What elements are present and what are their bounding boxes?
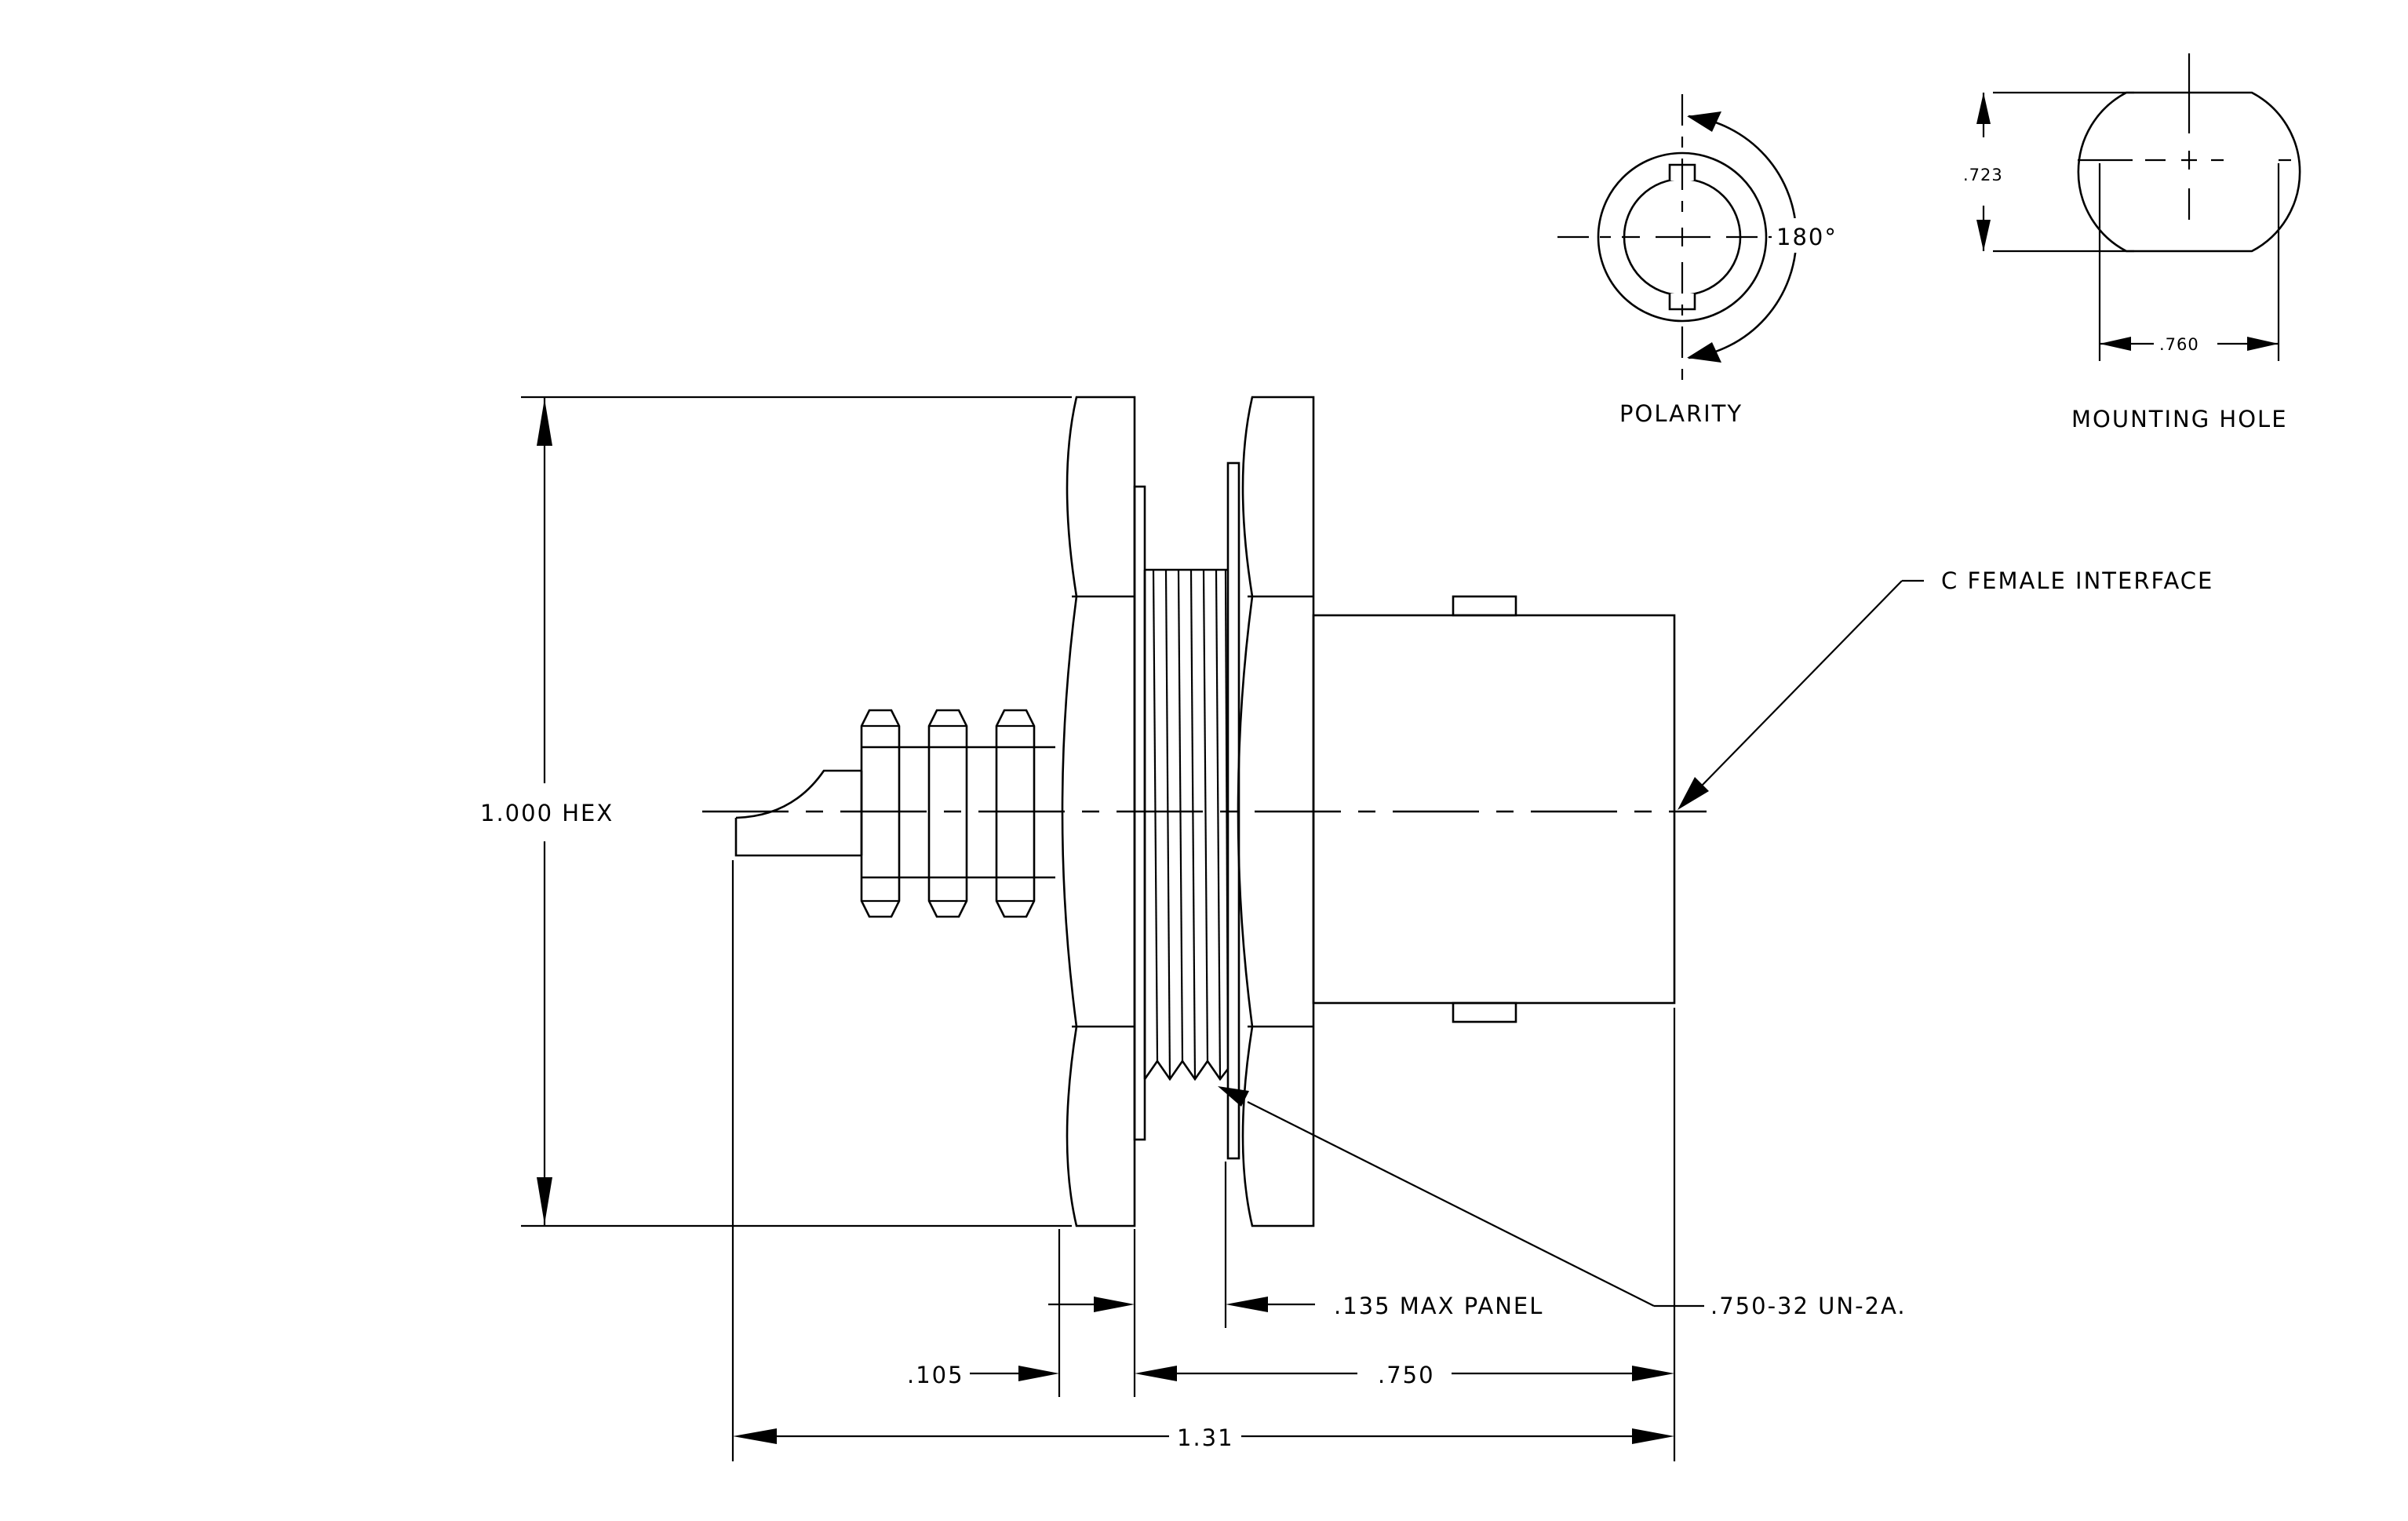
solder-cup-taper (735, 769, 862, 819)
hex-arrow-top (537, 399, 552, 446)
insulator-rib-1 (860, 709, 901, 918)
hex-label: 1.000 HEX (480, 800, 614, 826)
polarity-outer-circle (1597, 151, 1768, 323)
bayonet-stud-bottom (1452, 1001, 1517, 1023)
polarity-angle-label: 180° (1776, 224, 1838, 250)
interface-leader-arrow (1678, 777, 1709, 810)
dim-131-label: 1.31 (1177, 1424, 1234, 1451)
mounting-hole-outline (2077, 91, 2301, 253)
dim-105-label: .105 (907, 1362, 964, 1388)
callouts: C FEMALE INTERFACE .750-32 UN-2A. (1218, 567, 2213, 1319)
thread-label: .750-32 UN-2A. (1710, 1293, 1907, 1319)
rear-hex-nut (1061, 396, 1136, 1227)
mounting-hole-view: .723 .760 MOUNTING HOLE (1963, 53, 2301, 432)
polarity-view: 180° POLARITY (1557, 94, 1839, 427)
insulator-rib-3 (995, 709, 1036, 918)
connector-body (702, 396, 1707, 1227)
hole-height-label: .723 (1963, 166, 2003, 184)
polarity-arrow-top (1687, 111, 1721, 132)
threaded-section (1143, 568, 1230, 1081)
max-panel-label: .135 MAX PANEL (1334, 1293, 1543, 1319)
polarity-title: POLARITY (1619, 400, 1743, 427)
interface-label: C FEMALE INTERFACE (1941, 567, 2213, 594)
insulator-rib-2 (927, 709, 968, 918)
interface-body (1312, 614, 1676, 1005)
hex-arrow-bottom (537, 1177, 552, 1224)
front-hex-nut (1237, 396, 1315, 1227)
polarity-arrow-bottom (1687, 342, 1721, 363)
dim-750-label: .750 (1378, 1362, 1435, 1388)
hole-width-label: .760 (2159, 335, 2199, 354)
dimensions: 1.000 HEX .105 .135 MAX PANEL .750 1.31 (480, 396, 1676, 1461)
mounting-hole-title: MOUNTING HOLE (2071, 406, 2288, 432)
thread-leader-arrow (1218, 1086, 1249, 1107)
bayonet-stud-top (1452, 595, 1517, 617)
solder-cup (734, 818, 821, 857)
lock-washer (1133, 485, 1146, 1141)
